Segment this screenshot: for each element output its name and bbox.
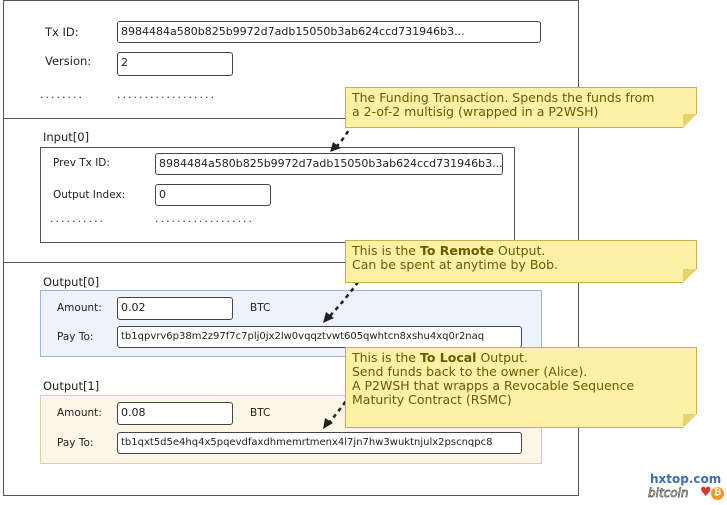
note-line: Maturity Contract (RSMC) [352,392,512,407]
amount-field[interactable]: 0.02 [117,297,233,320]
arrowhead-icon [330,142,341,152]
payto-field[interactable]: tb1qpvrv6p38m2z97f7c7plj0jx2lw0vqqztvwt6… [117,326,522,348]
note-to-local: This is the To Local Output. Send funds … [345,347,697,428]
amount-label: Amount: [57,302,102,314]
input-box [40,147,515,243]
note-text: Output. [493,243,546,258]
note-line: Send funds back to the owner (Alice). [352,364,588,379]
prev-txid-label: Prev Tx ID: [53,157,110,169]
dotted-arrow [327,281,360,319]
note-emphasis: To Local [419,350,477,365]
note-line: The Funding Transaction. Spends the fund… [352,90,655,105]
note-to-remote: This is the To Remote Output. Can be spe… [345,240,697,283]
arrowhead-icon [323,418,333,429]
note-fold [683,114,697,128]
payto-field[interactable]: tb1qxt5d5e4hq4x5pqevdfaxdhmemrtmenx4l7jn… [117,432,522,454]
note-text: Output. [476,350,528,365]
output0-title: Output[0] [43,275,100,289]
version-label: Version: [45,54,92,68]
ellipsis: ........ [40,88,84,101]
prev-txid-field[interactable]: 8984484a580b825b9972d7adb15050b3ab624ccd… [155,153,503,175]
heart-icon: ♥ [700,485,712,500]
watermark-bitcoin: bitcoin [648,486,689,501]
note-fold [683,414,697,428]
note-line: a 2-of-2 multisig (wrapped in a P2WSH) [352,104,599,119]
note-fold [683,269,697,283]
note-line: This is the To Remote Output. [352,244,690,258]
output1-title: Output[1] [43,379,100,393]
amount-label: Amount: [57,407,102,419]
note-funding-transaction: The Funding Transaction. Spends the fund… [345,87,697,128]
note-line: Can be spent at anytime by Bob. [352,257,558,272]
payto-label: Pay To: [57,437,94,449]
ellipsis: .......... [50,212,105,225]
bitcoin-icon: ₿ [711,487,724,500]
txid-field[interactable]: 8984484a580b825b9972d7adb15050b3ab624ccd… [117,21,541,43]
note-emphasis: To Remote [419,243,494,258]
arrowhead-icon [323,312,334,323]
ellipsis: .................. [155,212,254,225]
note-line: This is the To Local Output. [352,351,690,365]
note-text: This is the [352,350,420,365]
version-field[interactable]: 2 [117,52,233,76]
amount-field[interactable]: 0.08 [117,402,233,425]
divider [3,118,579,119]
txid-label: Tx ID: [45,25,79,39]
payto-label: Pay To: [57,331,94,343]
btc-unit: BTC [250,407,271,419]
input-title: Input[0] [43,130,90,144]
note-text: This is the [352,243,420,258]
watermark-site: hxtop.com [650,472,722,486]
divider [3,262,579,263]
note-line: A P2WSH that wrapps a Revocable Sequence [352,378,635,393]
output-index-field[interactable]: 0 [155,184,271,206]
ellipsis: .................. [117,88,216,101]
btc-unit: BTC [250,302,271,314]
output-index-label: Output Index: [53,189,126,201]
